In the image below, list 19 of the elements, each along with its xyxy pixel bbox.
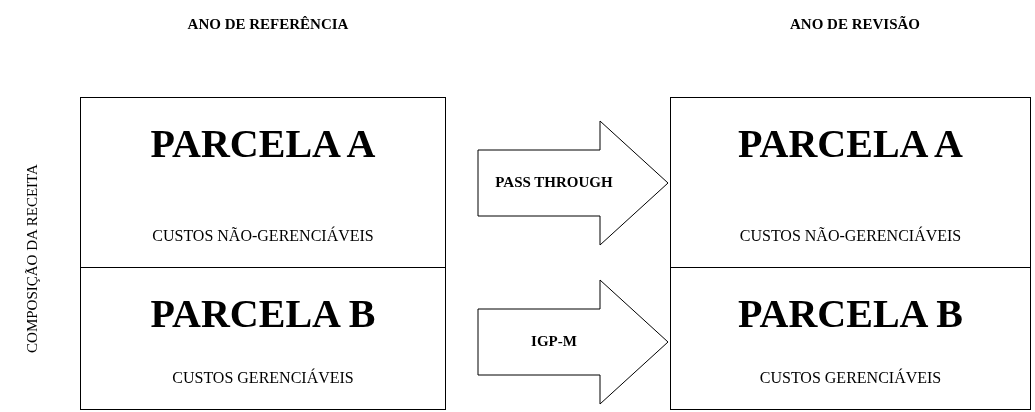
text-box [670, 97, 1031, 268]
subtitle: CUSTOS NÃO-GERENCIÁVEIS [738, 227, 963, 245]
subtitle: CUSTOS GERENCIÁVEIS [758, 369, 943, 387]
text-box [80, 97, 446, 268]
heading: PARCELA B [149, 290, 377, 337]
axis-label: COMPOSIÇÃO DA RECEITA [23, 163, 41, 355]
edge-label: IGP-M [530, 332, 578, 352]
subtitle: CUSTOS NÃO-GERENCIÁVEIS [151, 227, 375, 245]
column-heading: ANO DE REVISÃO [789, 16, 921, 33]
heading: PARCELA A [737, 120, 964, 167]
heading: PARCELA A [149, 120, 377, 167]
heading: PARCELA B [737, 290, 964, 337]
edge-label: PASS THROUGH [494, 173, 614, 193]
text-box [670, 267, 1031, 410]
block-arrow [477, 279, 669, 405]
subtitle: CUSTOS GERENCIÁVEIS [171, 369, 355, 387]
text-box [80, 267, 446, 410]
column-heading: ANO DE REFERÊNCIA [186, 16, 350, 33]
block-arrow [477, 120, 669, 246]
